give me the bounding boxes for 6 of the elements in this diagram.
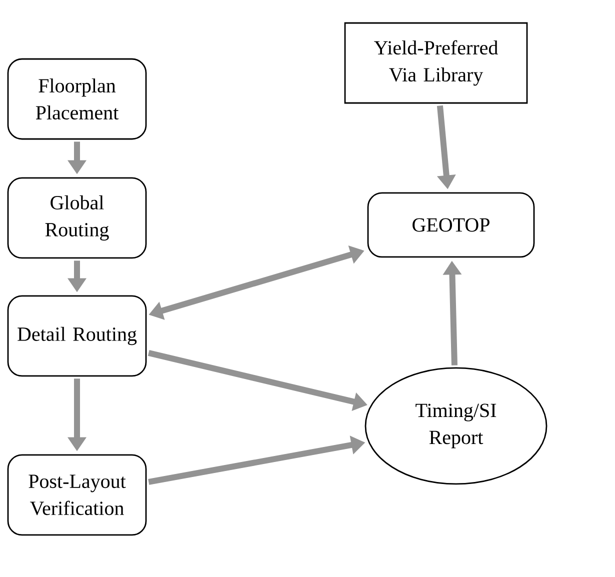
input-box: Yield-Preferred Via Library <box>344 22 528 104</box>
process-box: GEOTOP <box>367 192 535 258</box>
process-box: Detail Routing <box>7 295 147 377</box>
process-box: Post-Layout Verification <box>7 454 147 536</box>
process-box: Global Routing <box>7 177 147 259</box>
process-box: Floorplan Placement <box>7 58 147 140</box>
